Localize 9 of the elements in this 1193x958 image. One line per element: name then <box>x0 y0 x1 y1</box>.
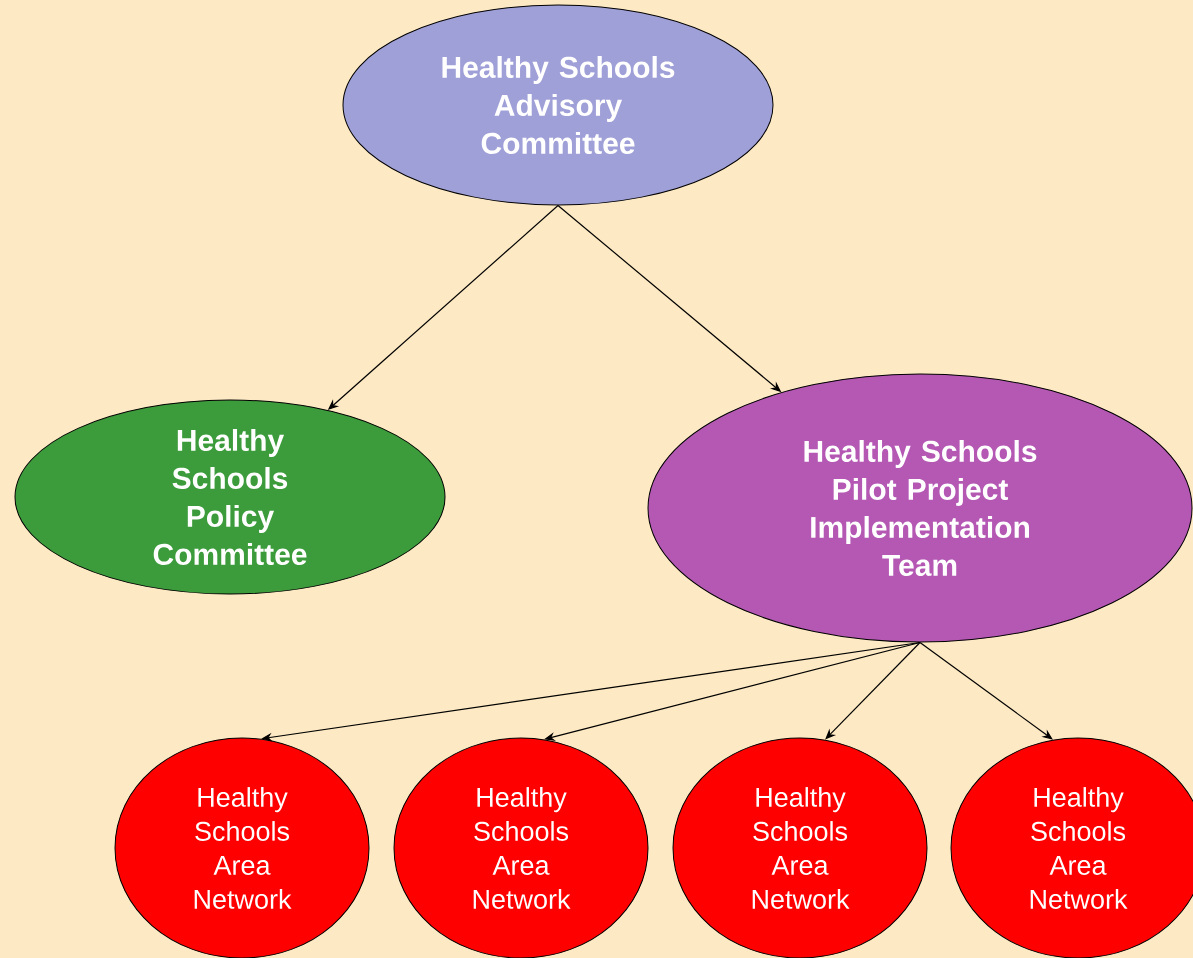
arrow <box>825 641 921 740</box>
ellipse-node: Healthy Schools Area Network <box>672 737 928 958</box>
ellipse-node: Healthy Schools Area Network <box>114 737 370 958</box>
arrow <box>919 641 1053 740</box>
ellipse-node: Healthy Schools Policy Committee <box>14 399 446 595</box>
ellipse-node: Healthy Schools Area Network <box>393 737 649 958</box>
ellipse-node: Healthy Schools Area Network <box>950 737 1193 958</box>
ellipse-node: Healthy Schools Pilot Project Implementation Team <box>647 373 1193 643</box>
ellipse-node: Healthy Schools Advisory Committee <box>342 4 774 206</box>
